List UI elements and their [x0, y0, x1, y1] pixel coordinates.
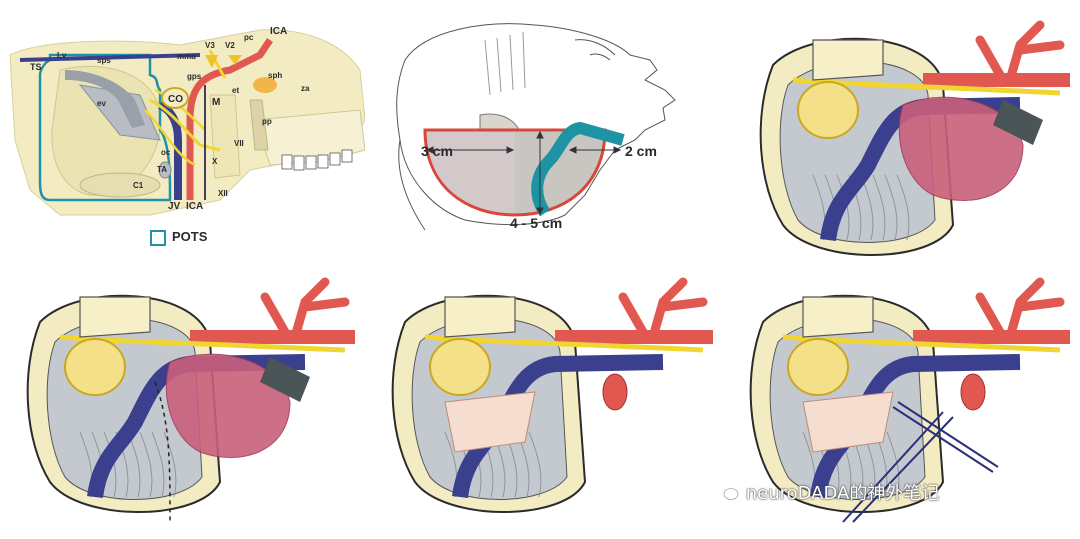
- muscle-fiber: [139, 431, 153, 498]
- teal-incision: [531, 121, 625, 217]
- legend-label: POTS: [172, 229, 208, 244]
- planned-cut-line: [154, 381, 171, 523]
- watermark-text: neuroDADA的神外笔记: [745, 483, 940, 504]
- label-et: et: [232, 86, 240, 95]
- tympanic-region: [787, 338, 849, 396]
- artery-branches: [975, 277, 1065, 342]
- profile-illustration: [396, 23, 676, 231]
- legend-swatch: [150, 230, 166, 246]
- label-lv: Lv: [57, 51, 67, 60]
- muscle-fiber: [163, 431, 177, 498]
- muscle-fiber: [896, 174, 910, 241]
- muscle-fiber: [103, 431, 117, 498]
- label-c1: C1: [133, 181, 144, 190]
- label-v3: V3: [205, 41, 215, 50]
- bone-ledge: [812, 39, 884, 81]
- muscle-fiber: [872, 174, 886, 241]
- label-ica-bottom: ICA: [186, 201, 204, 212]
- artery-branches: [975, 20, 1065, 85]
- label-pc: pc: [244, 33, 254, 42]
- muscle-fiber: [528, 431, 542, 498]
- label-v2: V2: [225, 41, 235, 50]
- pots-outline: [38, 53, 172, 202]
- head-outline: [396, 23, 676, 226]
- surgical-view-2-illustration: [26, 277, 355, 523]
- muscle-fiber: [884, 174, 898, 241]
- label-x: X: [212, 157, 218, 166]
- muscle-fiber: [886, 431, 900, 498]
- label-za: za: [301, 84, 310, 93]
- nerve-trunk: [59, 334, 346, 353]
- label-pp: pp: [262, 117, 272, 126]
- panel-patient-profile: 3 cm 2 cm 4 - 5 cm: [365, 0, 723, 262]
- label-ev: ev: [97, 99, 106, 108]
- label-ts: TS: [30, 62, 42, 72]
- tympanic-region: [797, 81, 859, 139]
- label-sps: sps: [97, 56, 111, 65]
- retracted-muscle: [898, 96, 1024, 202]
- wechat-icon: [714, 482, 740, 502]
- bone-ledge: [802, 296, 874, 338]
- label-gps: gps: [187, 72, 202, 81]
- label-sph: sph: [268, 71, 283, 80]
- label-jv: JV: [168, 201, 181, 212]
- tympanic-region: [64, 338, 126, 396]
- teeth: [281, 149, 353, 171]
- retractor: [993, 100, 1043, 145]
- retractor: [260, 357, 310, 402]
- dimension-left: 3 cm: [421, 143, 453, 159]
- instrument-2: [892, 401, 999, 473]
- muscle-fiber: [151, 431, 165, 498]
- tympanic-region: [429, 338, 491, 396]
- surgical-view-1-illustration: [759, 20, 1070, 256]
- skull-base-illustration: [9, 29, 365, 216]
- dimension-right: 2 cm: [625, 143, 657, 159]
- dura-exposure: [444, 391, 536, 453]
- nerve-trunk: [782, 334, 1061, 353]
- dura-exposure: [802, 391, 894, 453]
- panel-skull-base-schematic: TS Lv sps mma V3 V2 pc ICA gps ev CO sph…: [0, 0, 365, 262]
- vessel-loop: [602, 373, 628, 411]
- muscle-fiber: [836, 174, 850, 241]
- dimension-bottom: 4 - 5 cm: [510, 215, 563, 231]
- label-ica-top: ICA: [270, 26, 288, 37]
- vessel-loop: [960, 373, 986, 411]
- bone-ledge: [79, 296, 151, 338]
- panel-surgical-view-3: [365, 262, 723, 539]
- watermark: neuroDADA的神外笔记: [714, 479, 939, 505]
- label-co: CO: [168, 94, 183, 105]
- surgical-view-3-illustration: [391, 277, 713, 513]
- label-m: M: [212, 97, 221, 108]
- artery-branches: [618, 277, 708, 342]
- label-mma: mma: [177, 52, 196, 61]
- panel-surgical-view-1: [723, 0, 1080, 262]
- label-xii: XII: [218, 189, 228, 198]
- label-oc: oc: [161, 148, 171, 157]
- label-vii: VII: [234, 139, 244, 148]
- panel-surgical-view-2: [0, 262, 365, 539]
- retracted-muscle: [165, 353, 291, 459]
- label-ta: TA: [157, 165, 168, 174]
- panel-surgical-view-4: [723, 262, 1080, 539]
- nerve-trunk: [792, 77, 1061, 96]
- artery-branches: [260, 277, 350, 342]
- nerve-trunk: [424, 334, 704, 353]
- surgical-view-4-illustration: [749, 277, 1070, 523]
- bone-ledge: [444, 296, 516, 338]
